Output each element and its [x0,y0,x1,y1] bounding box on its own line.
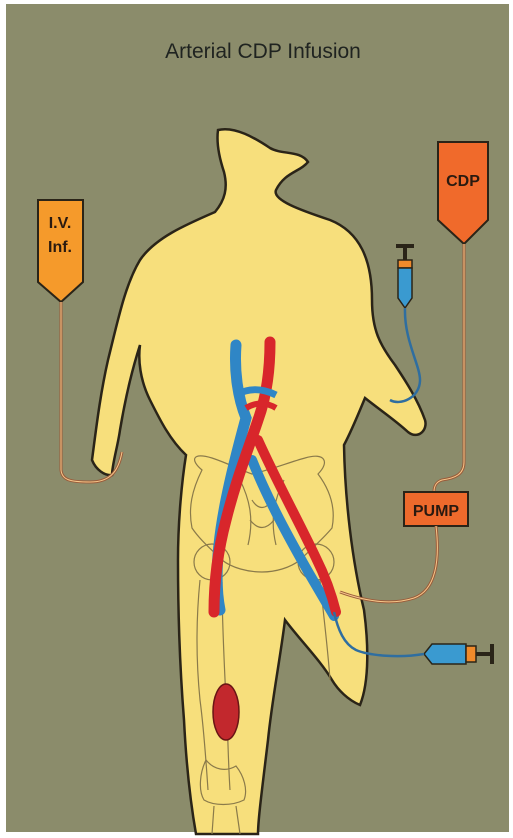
page-title: Arterial CDP Infusion [165,40,361,63]
cdp-label: CDP [446,173,480,190]
iv-label-line2: Inf. [48,239,72,256]
pump-label: PUMP [413,503,460,520]
pump-icon: PUMP [404,492,468,526]
iv-label-line1: I.V. [49,215,72,232]
iv-bag-icon: I.V. Inf. [38,200,83,302]
tumor-icon [213,684,239,740]
